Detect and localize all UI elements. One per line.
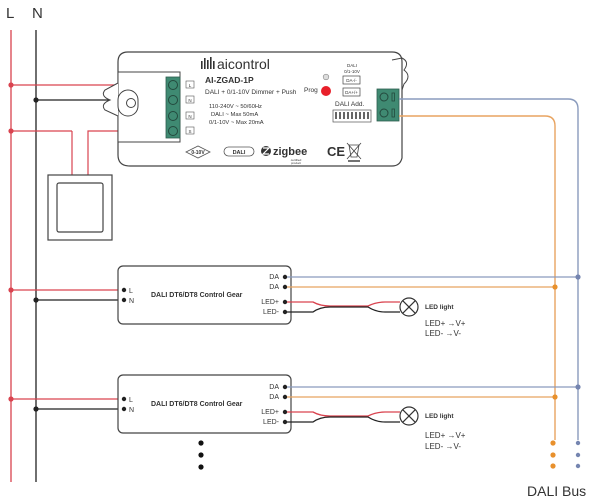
gear-output-label: LED-: [263, 309, 280, 316]
led-light-label: LED light: [425, 304, 454, 311]
dali-bus-blue-wire: [399, 98, 579, 440]
mapping-line: LED- →V-: [425, 329, 461, 338]
gear-output-label: LED+: [261, 299, 279, 306]
led-minus-wire: [287, 416, 400, 423]
neutral-label: N: [32, 5, 43, 22]
terminal-label: N: [188, 98, 191, 103]
push-switch[interactable]: [47, 174, 113, 241]
controller-description: DALI + 0/1-10V Dimmer + Push: [205, 89, 297, 96]
dali-bus-orange-wire: [399, 115, 556, 440]
aicontrol-logo-icon: [201, 57, 215, 69]
continuation-ellipsis-icon: [198, 440, 204, 470]
junction-dot: [8, 82, 14, 88]
gear-input-label: L: [129, 288, 133, 295]
prog-button[interactable]: [321, 86, 331, 96]
dali-address-dip-switch[interactable]: [332, 109, 372, 123]
mapping-line: LED- →V-: [425, 442, 461, 451]
junction-dot: [33, 406, 39, 412]
controller-terminal-labels: L N N S: [185, 80, 195, 135]
brand-logo: aicontrol: [201, 56, 270, 72]
gear-title: DALI DT6/DT8 Control Gear: [151, 401, 243, 408]
junction-dot: [8, 128, 14, 134]
controller-model: AI-ZGAD-1P: [205, 75, 254, 85]
led-minus-wire: [287, 306, 400, 313]
gear-input-label: N: [129, 407, 134, 414]
junction-dot: [33, 97, 39, 103]
mapping-line: LED+ →V+: [425, 319, 466, 328]
led-plus-wire: [287, 411, 400, 417]
svg-text:zigbee: zigbee: [273, 146, 307, 158]
terminal-label: N: [188, 114, 191, 119]
status-led-icon: [322, 73, 330, 81]
gear-body: [117, 265, 292, 325]
svg-text:0-10V: 0-10V: [191, 150, 205, 156]
gear-input-label: N: [129, 298, 134, 305]
mapping-line: LED+ →V+: [425, 431, 466, 440]
dali-bus-continuation-icon: [550, 440, 581, 469]
cert-dali-logo: DALI: [223, 146, 255, 157]
gear-output-label: LED+: [261, 409, 279, 416]
spec-line: DALI ~ Max 50mA: [211, 112, 258, 118]
gear-output-label: DA: [269, 274, 279, 281]
junction-dot: [8, 396, 14, 402]
gear-title: DALI DT6/DT8 Control Gear: [151, 292, 243, 299]
output-header: DALI: [347, 63, 357, 68]
dali-add-label: DALI Add.: [335, 101, 364, 108]
control-gear-2: L N DALI DT6/DT8 Control Gear DA DA LED+…: [8, 374, 581, 451]
gear-input-label: L: [129, 397, 133, 404]
gear-body: [117, 374, 292, 434]
cert-zigbee-logo: zigbee certified product: [261, 146, 307, 165]
led-plus-wire: [287, 301, 400, 307]
spec-line: 110-240V ~ 50/60Hz: [209, 104, 262, 110]
gear-output-label: DA: [269, 394, 279, 401]
terminal-label: S: [188, 129, 191, 134]
weee-bin-icon: [346, 142, 362, 162]
line-label: L: [6, 5, 14, 22]
svg-text:certified: certified: [291, 158, 302, 162]
controller-input-terminal: [165, 76, 181, 139]
svg-text:product: product: [291, 161, 301, 165]
output-header: 0/1-10V: [344, 69, 360, 74]
cert-ce-logo: CE: [327, 144, 345, 159]
gear-output-label: DA: [269, 384, 279, 391]
spec-line: 0/1-10V ~ Max 20mA: [209, 120, 264, 126]
control-gear-1: L N DALI DT6/DT8 Control Gear DA DA LED+…: [8, 265, 581, 338]
prog-label: Prog: [304, 87, 318, 94]
led-lamp-icon: [399, 297, 419, 317]
gear-output-label: DA: [269, 284, 279, 291]
controller-output-terminal: [376, 88, 400, 122]
output-terminal-label: DA+/+: [345, 90, 358, 95]
brand-name: aicontrol: [217, 56, 270, 72]
led-light-label: LED light: [425, 413, 454, 420]
led-lamp-icon: [399, 406, 419, 426]
terminal-label: L: [189, 83, 192, 88]
gear-output-label: LED-: [263, 419, 280, 426]
junction-dot: [33, 297, 39, 303]
dali-bus-label: DALI Bus: [527, 483, 586, 499]
cert-0-10v-logo: 0-10V: [185, 145, 211, 159]
junction-dot: [8, 287, 14, 293]
output-terminal-label: DA-/-: [346, 78, 357, 83]
svg-text:DALI: DALI: [233, 150, 246, 156]
